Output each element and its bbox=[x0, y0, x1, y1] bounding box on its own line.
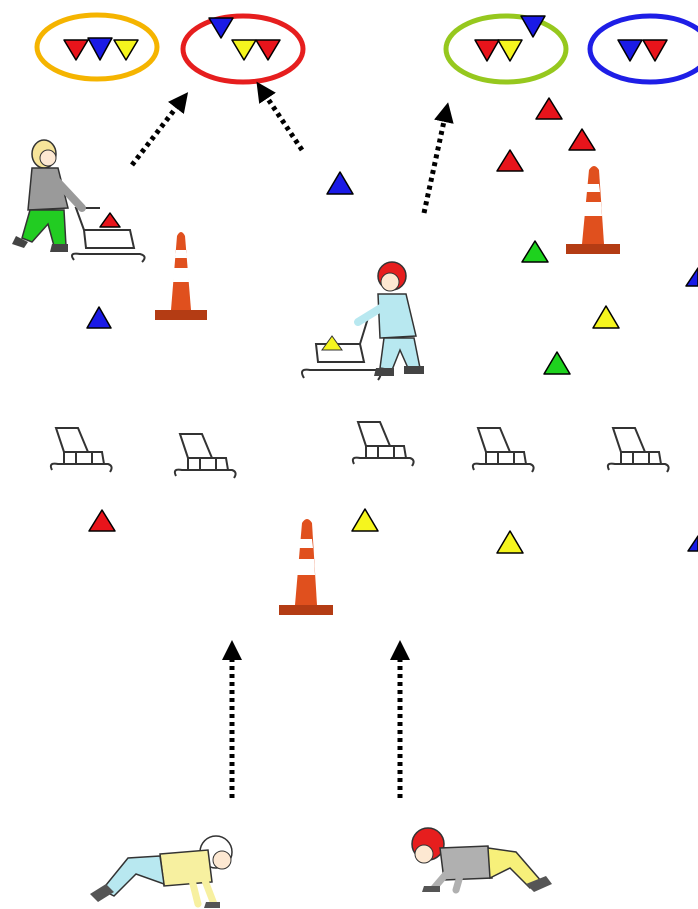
arm bbox=[50, 174, 86, 212]
goal-triangle bbox=[255, 39, 281, 61]
goal-ring-green bbox=[443, 13, 569, 85]
shirt bbox=[439, 845, 493, 881]
empty-sled bbox=[173, 433, 237, 479]
empty-sled bbox=[606, 427, 670, 473]
field-triangle bbox=[568, 128, 596, 151]
sled-pusher-center bbox=[301, 261, 424, 381]
face bbox=[212, 850, 232, 870]
sled-pusher-left bbox=[12, 139, 146, 263]
empty-sled bbox=[49, 427, 113, 473]
arrow-to-green-goal bbox=[421, 102, 454, 214]
crawler-left bbox=[90, 835, 233, 908]
sled-cargo-triangle bbox=[99, 212, 121, 228]
arrow-to-orange-goal bbox=[130, 92, 189, 167]
face bbox=[414, 844, 434, 864]
sled bbox=[71, 207, 146, 263]
goal-ring-red bbox=[180, 13, 306, 85]
suit bbox=[377, 293, 417, 339]
goal-triangle bbox=[520, 15, 546, 38]
field-triangles bbox=[86, 97, 698, 554]
pants bbox=[21, 209, 67, 247]
cones bbox=[155, 166, 620, 615]
field-triangle bbox=[496, 530, 524, 554]
pants bbox=[100, 855, 165, 897]
field-triangle bbox=[521, 240, 549, 263]
empty-sleds bbox=[49, 421, 670, 479]
goal-triangle bbox=[113, 39, 139, 61]
crawler-right bbox=[411, 827, 552, 894]
field-triangle bbox=[685, 267, 698, 287]
arrow-to-red-goal bbox=[256, 81, 305, 152]
field-triangle bbox=[326, 171, 354, 195]
arms bbox=[188, 874, 218, 908]
field-triangle bbox=[496, 149, 524, 172]
face bbox=[39, 149, 57, 167]
goal-triangles bbox=[63, 15, 668, 62]
cone-center bbox=[279, 519, 333, 615]
field-triangle bbox=[88, 509, 116, 532]
field-triangle bbox=[543, 351, 571, 375]
boots bbox=[12, 236, 68, 252]
legs bbox=[379, 337, 421, 371]
goal-triangle bbox=[642, 39, 668, 62]
cone-right bbox=[566, 166, 620, 254]
goal-triangle bbox=[208, 17, 234, 39]
face bbox=[380, 272, 400, 292]
boots bbox=[374, 366, 424, 376]
shoes bbox=[90, 884, 220, 908]
goal-triangle bbox=[87, 37, 113, 61]
cone-left bbox=[155, 232, 207, 320]
arm bbox=[354, 302, 388, 326]
goal-triangle bbox=[617, 39, 643, 62]
goal-triangle bbox=[231, 39, 257, 61]
empty-sled bbox=[351, 421, 415, 467]
goal-ring-orange bbox=[34, 12, 160, 82]
goal-triangle bbox=[474, 39, 500, 62]
field-triangle bbox=[86, 306, 112, 329]
goal-triangle bbox=[497, 39, 523, 62]
goal-triangle bbox=[63, 39, 89, 61]
movement-arrows bbox=[130, 81, 454, 798]
field-triangle bbox=[687, 535, 698, 552]
arms bbox=[430, 870, 464, 894]
goal-zones bbox=[34, 12, 698, 85]
goal-ring-blue bbox=[587, 13, 698, 85]
field-triangle bbox=[592, 305, 620, 329]
shoes bbox=[422, 876, 552, 892]
empty-sled bbox=[471, 427, 535, 473]
field-triangle bbox=[535, 97, 563, 120]
sled-cargo-triangle bbox=[321, 335, 343, 351]
field-triangle bbox=[351, 508, 379, 532]
